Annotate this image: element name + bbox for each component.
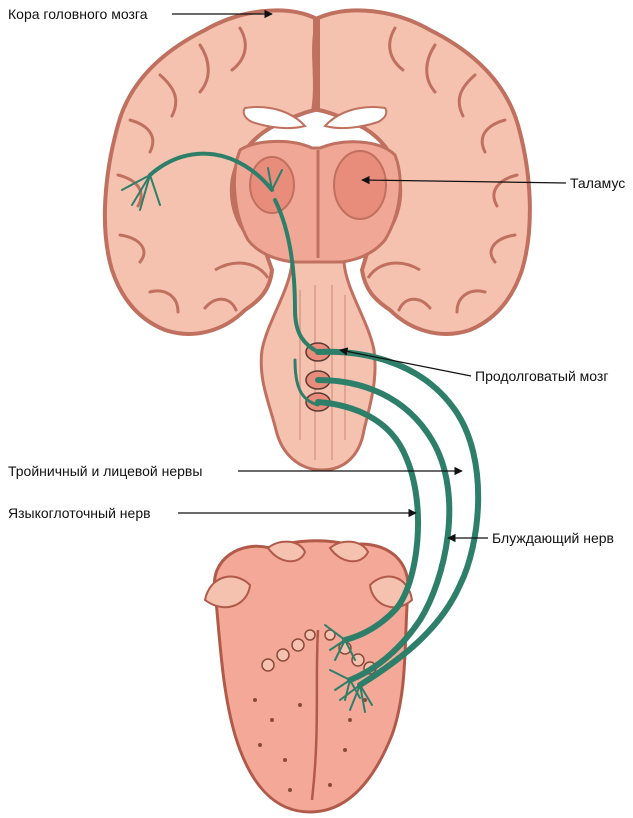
brainstem: [261, 262, 375, 470]
label-medulla: Продолговатый мозг: [475, 368, 608, 384]
label-trigeminal-facial: Тройничный и лицевой нервы: [8, 463, 202, 479]
label-cortex: Кора головного мозга: [8, 6, 147, 22]
label-glossopharyngeal: Языкоглоточный нерв: [8, 505, 151, 521]
label-vagus: Блуждающий нерв: [492, 530, 614, 546]
right-thalamus-nucleus: [334, 151, 386, 219]
label-thalamus: Таламус: [570, 175, 625, 191]
